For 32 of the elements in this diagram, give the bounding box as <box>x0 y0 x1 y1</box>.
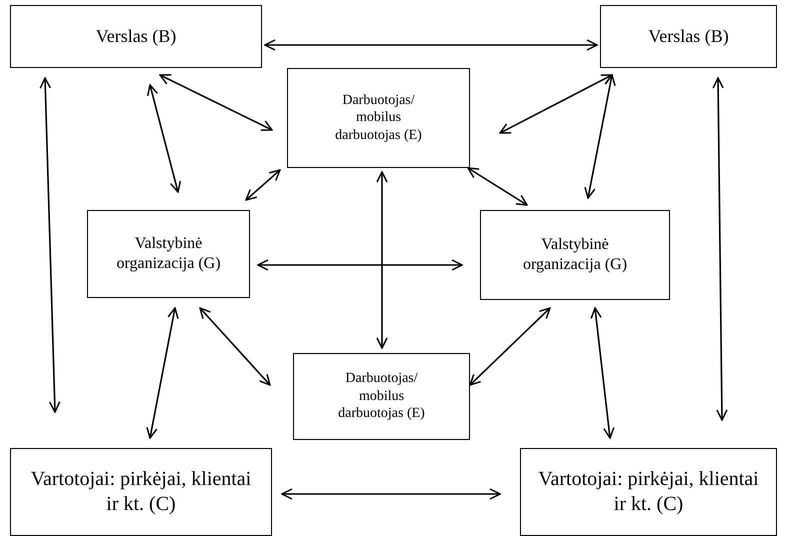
double-arrow <box>712 77 728 421</box>
box-label: Vartotojai: pirkėjai, klientai ir kt. (C) <box>30 467 252 517</box>
entity-box <box>87 210 250 298</box>
box-label: Verslas (B) <box>648 25 729 48</box>
box-label: Vartotojai: pirkėjai, klientai ir kt. (C) <box>537 467 760 517</box>
box-label: Valstybinė organizacija (G) <box>115 234 222 274</box>
entity-box <box>520 448 777 536</box>
double-arrow <box>281 488 501 500</box>
double-arrow <box>469 307 551 386</box>
double-arrow <box>584 74 616 199</box>
double-arrow <box>590 307 615 439</box>
box-label: Valstybinė organizacija (G) <box>522 235 628 275</box>
double-arrow <box>376 171 388 349</box>
double-arrow <box>159 74 273 131</box>
double-arrow <box>467 167 528 206</box>
double-arrow <box>257 259 463 271</box>
box-label: Darbuotojas/ mobilus darbuotojas (E) <box>337 370 426 423</box>
entity-box <box>10 448 272 536</box>
double-arrow <box>146 84 182 193</box>
double-arrow <box>146 307 179 439</box>
entity-box <box>600 5 777 68</box>
entity-box <box>293 353 470 440</box>
box-label: Darbuotojas/ mobilus darbuotojas (E) <box>334 92 423 144</box>
double-arrow <box>499 74 613 134</box>
double-arrow <box>264 39 598 51</box>
double-arrow <box>199 307 271 386</box>
entity-box <box>10 5 262 68</box>
double-arrow <box>40 77 60 413</box>
entity-box <box>480 210 670 300</box>
entity-box <box>287 68 470 168</box>
box-label: Verslas (B) <box>96 25 176 48</box>
double-arrow <box>245 169 281 201</box>
